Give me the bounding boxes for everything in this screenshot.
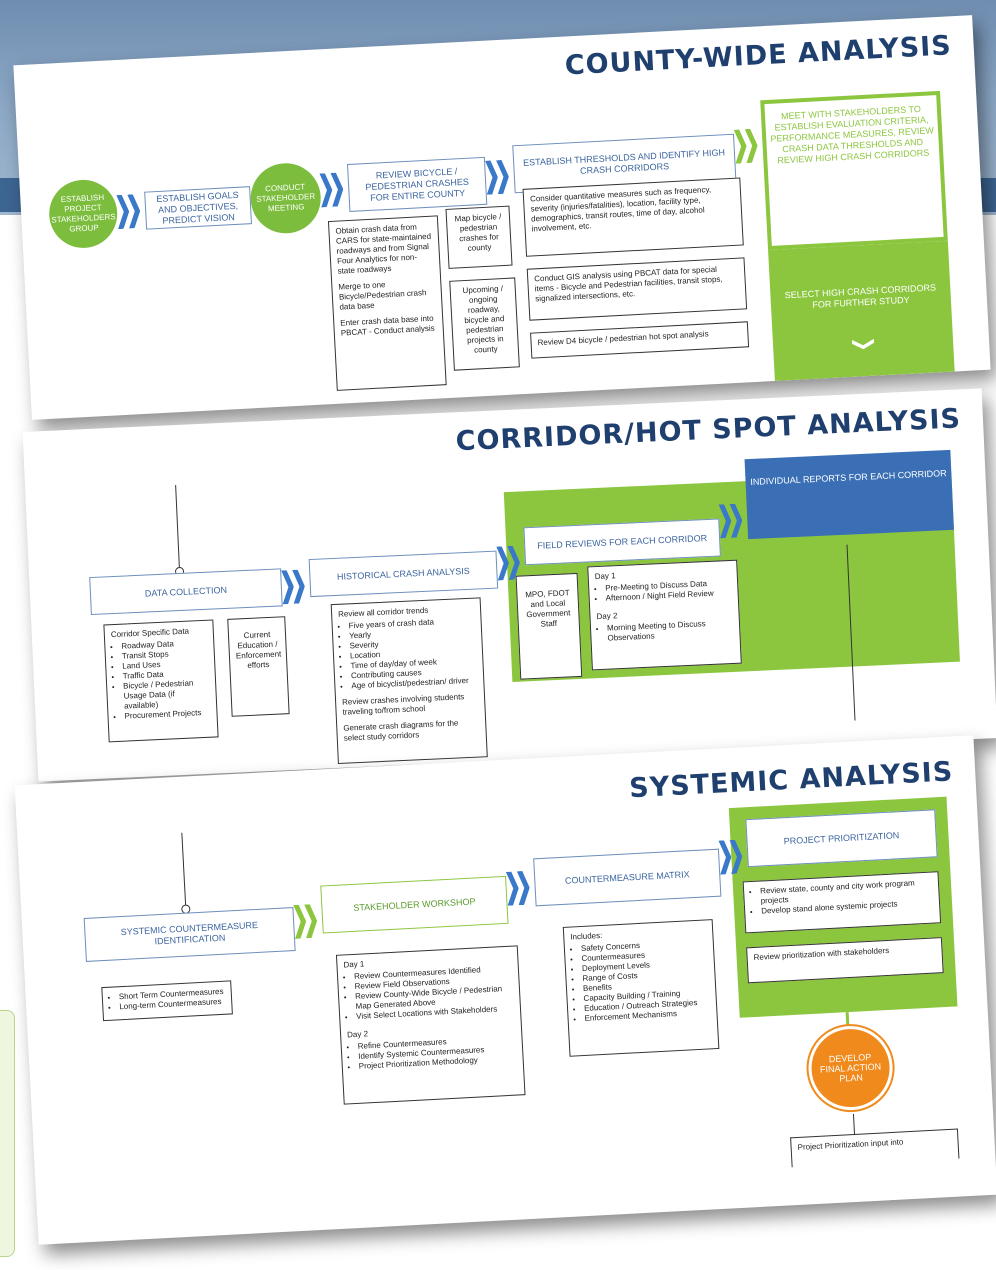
corridor-trends-box: Review all corridor trends Five years of… [330, 597, 488, 764]
map-crashes-box: Map bicycle / pedestrian crashes for cou… [445, 205, 513, 269]
systemic-sheet: SYSTEMIC ANALYSIS SYSTEMIC COUNTERMEASUR… [14, 735, 996, 1245]
chevron-arrow-icon [718, 837, 746, 876]
county-wide-sheet: COUNTY-WIDE ANALYSIS ESTABLISH PROJECT S… [13, 15, 991, 420]
connector-line [181, 832, 187, 907]
chevron-arrow-icon [718, 501, 746, 540]
goals-step: ESTABLISH GOALS AND OBJECTIVES, PREDICT … [144, 186, 253, 230]
side-card [0, 1010, 15, 1257]
prioritization-input-box: Project Prioritization input into [790, 1128, 960, 1168]
connector-line [852, 1113, 856, 1136]
work-program-box: Review state, county and city work progr… [742, 871, 942, 934]
chevron-arrow-icon [281, 567, 309, 606]
chevron-arrow-icon [734, 126, 762, 165]
historical-crash-step: HISTORICAL CRASH ANALYSIS [308, 550, 499, 598]
obtain-p2: Merge to one Bicycle/Pedestrian crash da… [338, 280, 427, 312]
systemic-identification-step: SYSTEMIC COUNTERMEASURE IDENTIFICATION [83, 907, 296, 962]
review-crashes-step: REVIEW BICYCLE / PEDESTRIAN CRASHES FOR … [346, 156, 488, 212]
connector-line [175, 485, 180, 570]
short-term-box: Short Term Countermeasures Long-term Cou… [101, 980, 233, 1022]
corridor-hotspot-title: CORRIDOR/HOT SPOT ANALYSIS [455, 403, 962, 458]
upcoming-projects-box: Upcoming / ongoing roadway, bicycle and … [449, 277, 520, 371]
obtain-crash-data-box: Obtain crash data from CARS for state-ma… [327, 215, 447, 391]
final-action-plan-circle: DEVELOP FINAL ACTION PLAN [806, 1023, 895, 1113]
meet-stakeholders-text: MEET WITH STAKEHOLDERS TO ESTABLISH EVAL… [770, 103, 935, 166]
stakeholder-workshop-step: STAKEHOLDER WORKSHOP [320, 875, 509, 934]
county-wide-title: COUNTY-WIDE ANALYSIS [564, 30, 953, 82]
list-item: Bicycle / Pedestrian Usage Data (if avai… [123, 678, 210, 712]
education-box: Current Education / Enforcement efforts [227, 616, 290, 717]
corridor-data-box: Corridor Specific Data Roadway Data Tran… [103, 619, 219, 743]
mpo-staff-box: MPO, FDOT and Local Government Staff [515, 572, 583, 680]
obtain-p1: Obtain crash data from CARS for state-ma… [335, 222, 432, 276]
quantitative-measures-box: Consider quantitative measures such as f… [522, 177, 744, 257]
trends-p2: Review crashes involving students travel… [341, 692, 465, 717]
trends-p3: Generate crash diagrams for the select s… [343, 718, 459, 743]
matrix-includes-box: Includes: Safety Concerns Countermeasure… [562, 919, 720, 1057]
chevron-arrow-icon [293, 902, 321, 941]
field-days-box: Day 1 Pre-Meeting to Discuss Data Aftern… [587, 559, 742, 671]
select-corridors-text: SELECT HIGH CRASH CORRIDORS FOR FURTHER … [784, 282, 937, 310]
obtain-p3: Enter crash data base into PBCAT - Condu… [340, 313, 435, 338]
chevron-arrow-icon [319, 170, 347, 209]
list-item: Morning Meeting to Discuss Observations [607, 618, 734, 644]
countermeasure-matrix-step: COUNTERMEASURE MATRIX [533, 848, 722, 907]
stakeholder-meeting-circle: CONDUCT STAKEHOLDER MEETING [248, 161, 323, 236]
chevron-arrow-icon [116, 192, 144, 231]
establish-stakeholders-circle: ESTABLISH PROJECT STAKEHOLDERS GROUP [47, 178, 119, 250]
systemic-title: SYSTEMIC ANALYSIS [628, 756, 955, 805]
individual-reports-box: INDIVIDUAL REPORTS FOR EACH CORRIDOR [744, 449, 954, 540]
data-collection-step: DATA COLLECTION [89, 568, 283, 616]
project-prioritization-step: PROJECT PRIORITIZATION [745, 809, 938, 868]
d4-hotspot-box: Review D4 bicycle / pedestrian hot spot … [530, 321, 750, 359]
workshop-days-box: Day 1 Review Countermeasures Identified … [335, 945, 526, 1105]
gis-analysis-box: Conduct GIS analysis using PBCAT data fo… [526, 257, 748, 321]
chevron-arrow-icon [485, 157, 513, 196]
corridor-hotspot-sheet: CORRIDOR/HOT SPOT ANALYSIS INDIVIDUAL RE… [22, 388, 996, 782]
chevron-arrow-icon [506, 868, 534, 907]
